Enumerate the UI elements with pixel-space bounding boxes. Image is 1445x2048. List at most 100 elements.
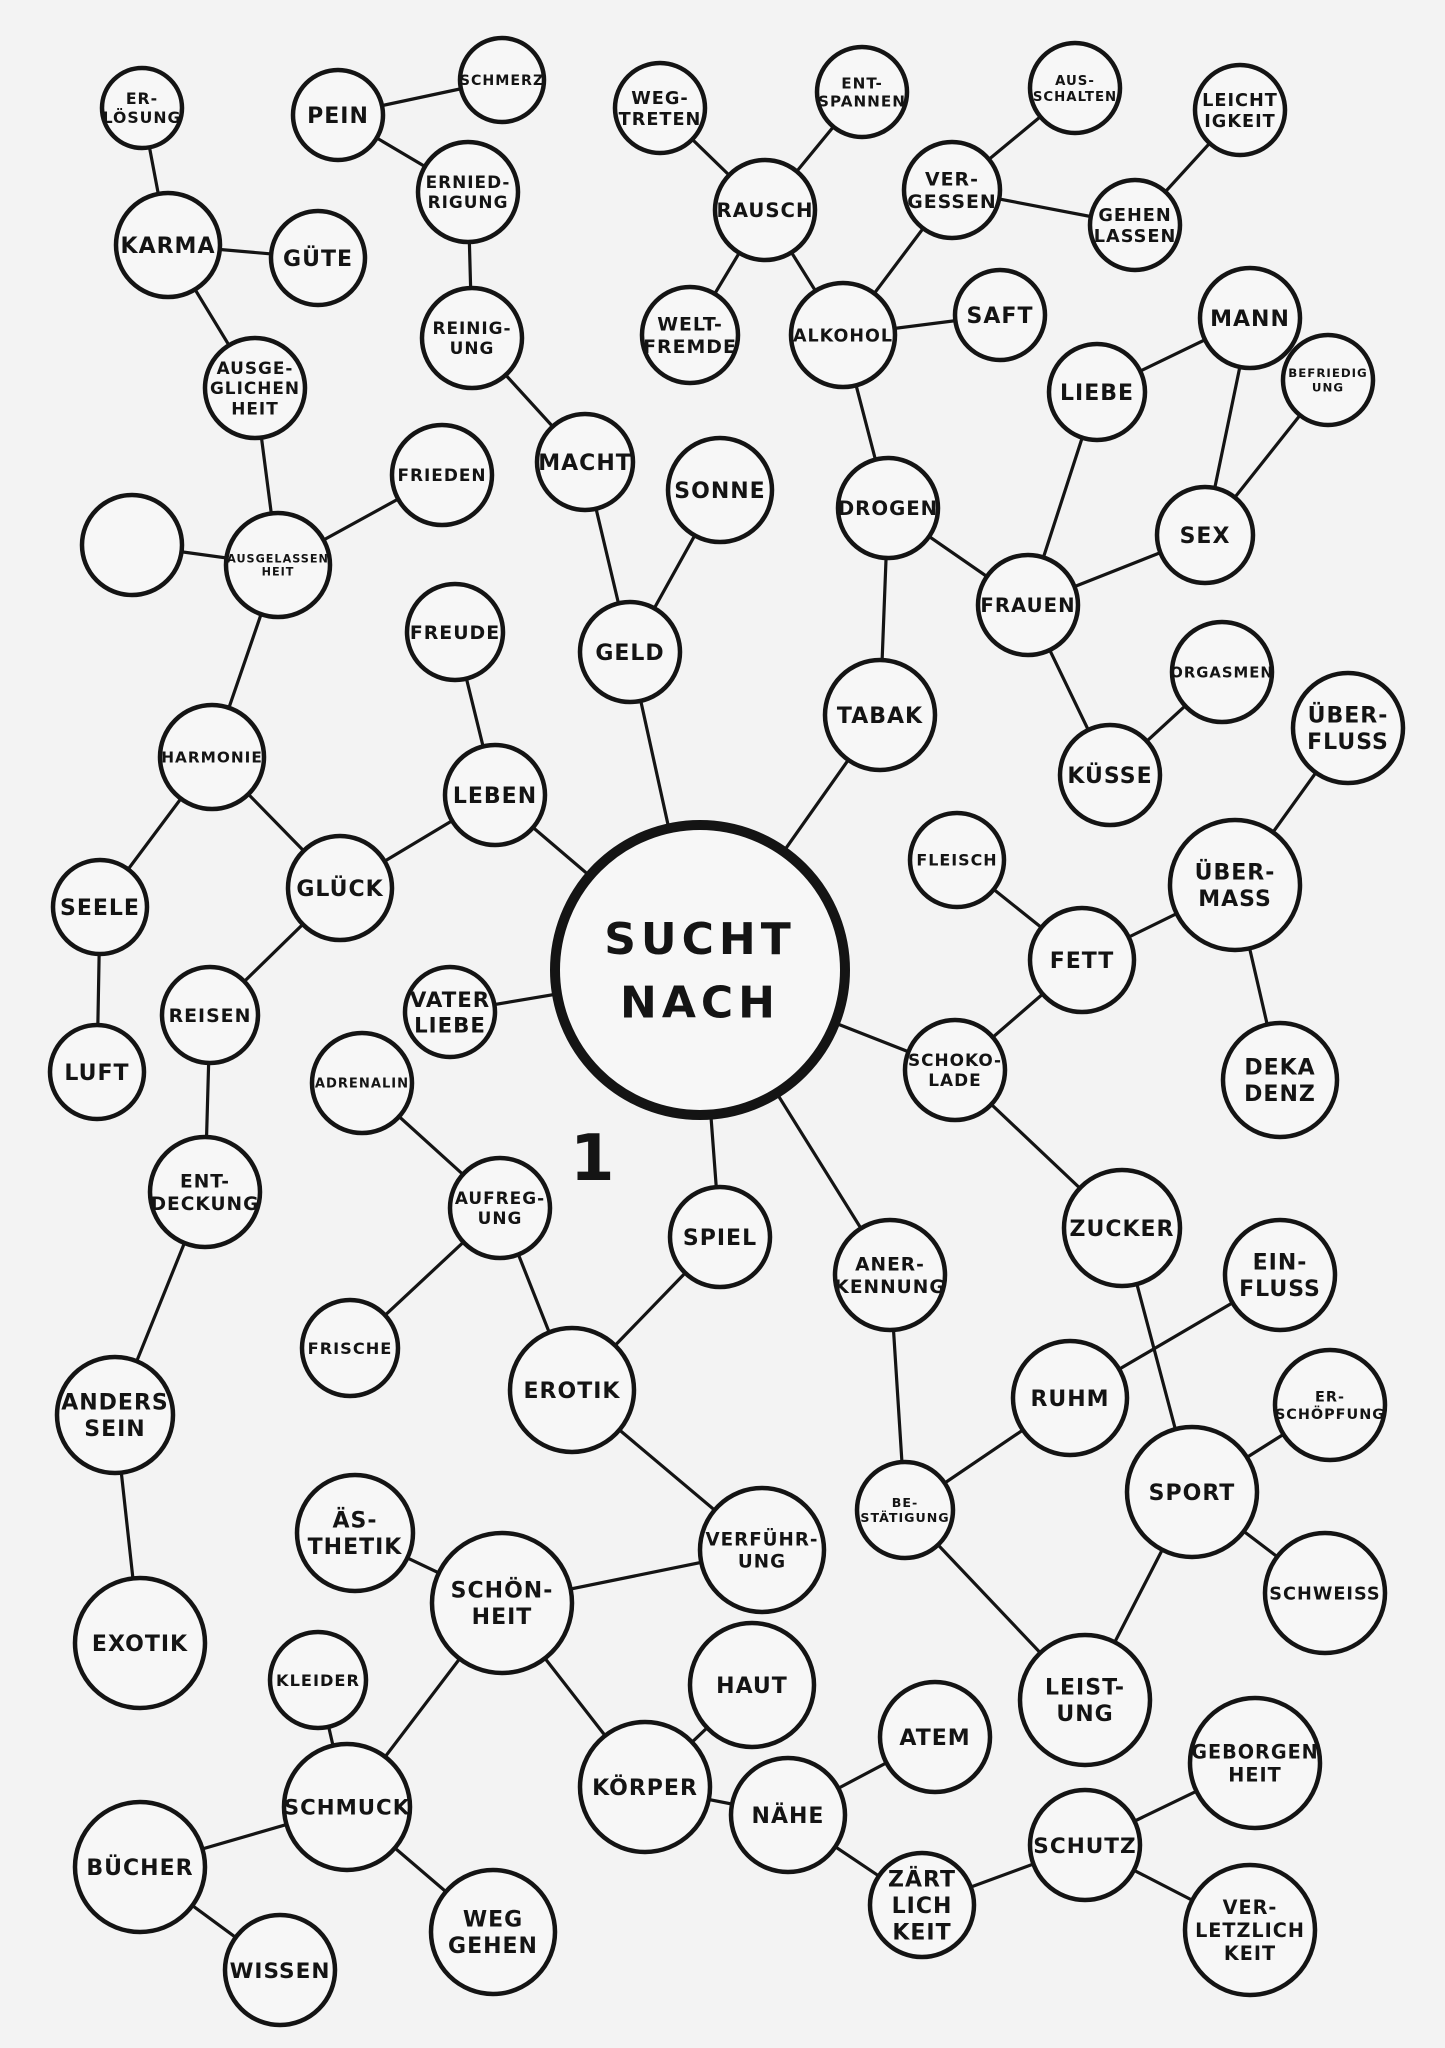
node-circle <box>1154 484 1256 586</box>
node-circle <box>577 599 683 705</box>
node-circle <box>1222 1217 1338 1333</box>
node-label: VERFÜHR- <box>705 1529 818 1551</box>
node-label: HARMONIE <box>161 749 263 767</box>
node-circle <box>1262 1530 1388 1656</box>
node-circle <box>1169 619 1275 725</box>
node-label: ERNIED- <box>426 172 511 192</box>
node-circle <box>697 1485 827 1615</box>
node-label: NACH <box>620 978 780 1029</box>
node-seele: SEELE <box>50 857 150 957</box>
node-label: SEELE <box>60 896 140 921</box>
node-alkohol: ALKOHOL <box>788 280 898 390</box>
node-buecher: BÜCHER <box>72 1799 208 1935</box>
node-circle <box>639 284 741 386</box>
node-label: THETIK <box>308 1535 403 1560</box>
node-label: SCHWEISS <box>1269 1584 1380 1604</box>
node-circle <box>1010 1338 1130 1458</box>
node-circle <box>389 422 495 528</box>
node-label: AUSGE- <box>217 358 294 378</box>
node-label: TABAK <box>837 704 923 729</box>
node-label: STÄTIGUNG <box>860 1510 949 1525</box>
node-circle <box>1182 1862 1318 1998</box>
node-label: GLICHEN <box>210 378 300 398</box>
node-circle <box>294 1472 416 1594</box>
node-label: KARMA <box>121 234 216 259</box>
node-circle <box>507 1325 637 1455</box>
node-label: ZUCKER <box>1070 1217 1175 1242</box>
node-uebermass: ÜBER-MASS <box>1167 817 1303 953</box>
node-atem: ATEM <box>877 1679 993 1795</box>
node-vergessen: VER-GESSEN <box>901 139 1003 241</box>
node-frieden: FRIEDEN <box>389 422 495 528</box>
node-label: GELD <box>595 641 664 666</box>
node-label: EROTIK <box>524 1379 621 1404</box>
node-label: LEBEN <box>453 784 537 809</box>
node-label: GÜTE <box>283 246 353 272</box>
node-circle <box>157 702 267 812</box>
node-label: GEBORGEN <box>1191 1740 1318 1763</box>
node-circle <box>1192 62 1288 158</box>
node-label: SCHÖPFUNG <box>1275 1405 1385 1423</box>
node-label: FETT <box>1050 949 1115 974</box>
node-circle <box>1027 1787 1143 1903</box>
node-label: HAUT <box>716 1674 788 1699</box>
node-label: HEIT <box>262 566 295 579</box>
node-label: REINIG- <box>432 318 511 338</box>
node-circle <box>550 820 850 1120</box>
node-circle <box>1290 670 1406 786</box>
node-label: LETZLICH <box>1195 1919 1305 1942</box>
node-circle <box>1124 1424 1260 1560</box>
node-label: ZÄRT <box>888 1867 956 1893</box>
node-harmonie: HARMONIE <box>157 702 267 812</box>
node-circle <box>404 581 506 683</box>
node-luft: LUFT <box>47 1022 147 1122</box>
node-glueck: GLÜCK <box>285 833 395 943</box>
node-weltfremde: WELT-FREMDE <box>639 284 741 386</box>
node-circle <box>1061 1167 1183 1289</box>
node-saft: SAFT <box>952 267 1048 363</box>
node-aesthetik: ÄS-THETIK <box>294 1472 416 1594</box>
node-label: MACHT <box>538 451 631 476</box>
node-label: SPIEL <box>683 1226 757 1251</box>
node-circle <box>419 285 525 391</box>
node-label: FRAUEN <box>980 594 1075 617</box>
node-ueberfluss: ÜBER-FLUSS <box>1290 670 1406 786</box>
node-erniedrigung: ERNIED-RIGUNG <box>415 139 521 245</box>
node-circle <box>907 810 1007 910</box>
node-circle <box>1046 341 1148 443</box>
node-label: ORGASMEN <box>1170 664 1273 681</box>
node-circle <box>428 1867 558 1997</box>
node-label: DECKUNG <box>151 1194 260 1215</box>
node-circle <box>712 157 818 263</box>
node-label: EXOTIK <box>92 1632 188 1657</box>
node-label: WEG- <box>631 89 688 109</box>
node-label: ÄS- <box>332 1508 377 1534</box>
node-label: SCHALTEN <box>1033 90 1117 105</box>
node-label: SCHMERZ <box>460 73 545 89</box>
node-liebe: LIEBE <box>1046 341 1148 443</box>
node-circle <box>822 657 938 773</box>
node-circle <box>447 1155 553 1261</box>
node-label: GESSEN <box>907 191 997 213</box>
node-circle <box>1220 1020 1340 1140</box>
node-circle <box>309 1030 415 1136</box>
node-label: LEICHT <box>1202 91 1278 111</box>
node-label: AUSGELASSEN <box>227 552 329 565</box>
node-circle <box>290 67 386 163</box>
node-label: LÖSUNG <box>103 108 182 127</box>
node-tabak: TABAK <box>822 657 938 773</box>
node-label: FREUDE <box>410 622 500 644</box>
node-circle <box>50 857 150 957</box>
node-pein: PEIN <box>290 67 386 163</box>
node-circle <box>667 1184 773 1290</box>
node-label: SEIN <box>84 1417 145 1442</box>
node-label: SUCHT <box>604 914 796 965</box>
node-mann: MANN <box>1197 265 1303 371</box>
